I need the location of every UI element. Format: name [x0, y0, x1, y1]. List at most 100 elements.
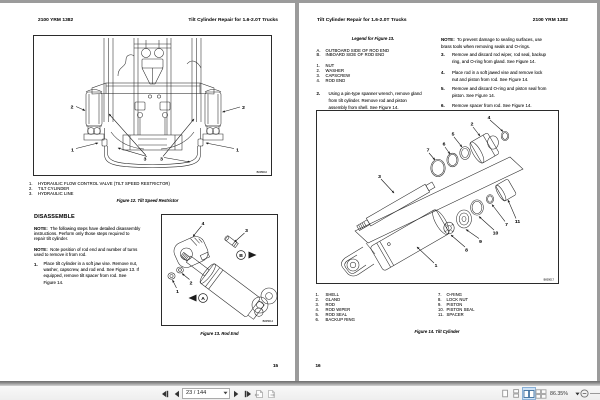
fig14-callout-11: 11: [514, 219, 519, 225]
legend-row: 11.SPACER: [438, 312, 475, 318]
legend-for-figure-13-title: Legend for Figure 13.: [351, 35, 395, 41]
continuous-facing-view-icon: [535, 388, 547, 399]
fig12-callout-2-left: 2: [71, 104, 74, 110]
page-number-combobox[interactable]: 23 / 144: [182, 388, 230, 399]
step-2: 2. Using a pin-type spanner wrench, remo…: [317, 90, 431, 112]
fig12-callout-1-right: 1: [236, 147, 239, 153]
legend-numbers: 1.NUT 2.WASHER 3.CAPSCREW 4.ROD END: [317, 63, 351, 84]
figure-13-caption: Figure 13. Rod End: [200, 331, 239, 336]
figure-13-frame: 4 3 2 1 B A: [161, 214, 278, 326]
step-text: Remove spacer from rod. See Figure 14.: [452, 102, 532, 108]
chevron-down-icon: [574, 392, 580, 395]
legend-row: 5. ROD SEAL: [315, 311, 355, 318]
fig14-callout-9: 9: [479, 239, 482, 245]
zoom-slider[interactable]: [590, 386, 600, 400]
fig13-label-b: B: [239, 253, 243, 259]
fig12-callout-3-left: 3: [144, 156, 147, 162]
legend-item-number: 6.: [315, 316, 320, 322]
legend-item-number: A.: [316, 47, 321, 53]
note-label: NOTE:: [441, 37, 455, 42]
legend-item-number: 2.: [315, 296, 320, 302]
step-text: Place tilt cylinder in a soft jaw vise. …: [43, 260, 139, 285]
note-text: To prevent damage to sealing surfaces, u…: [441, 37, 542, 50]
previous-view-button[interactable]: [254, 386, 264, 400]
legend-row: 4.ROD END: [317, 77, 351, 84]
next-view-button[interactable]: [266, 386, 276, 400]
next-view-icon: [268, 389, 275, 398]
fig13-code: B005014: [263, 319, 274, 323]
legend-item-label: HYDRAULIC LINE: [38, 190, 74, 196]
legend-item-label: ROD END: [325, 77, 346, 83]
previous-page-icon: [174, 390, 179, 397]
legend-row: 4.ROD WIPER: [316, 306, 355, 313]
facing-pages-view-button[interactable]: [521, 387, 536, 400]
zoom-presets-dropdown[interactable]: [574, 386, 580, 400]
document-canvas[interactable]: 2100 YRM 1382 Tilt Cylinder Repair for 1…: [0, 0, 600, 385]
fig13-label-a: A: [201, 296, 205, 302]
single-page-view-icon: [502, 389, 508, 398]
legend-item-number: 1.: [29, 181, 33, 186]
legend-item-label: OUTBOARD SIDE OF ROD END: [325, 47, 390, 53]
continuous-view-button[interactable]: [512, 386, 520, 400]
next-page-button[interactable]: [233, 386, 239, 400]
step-number: 4.: [441, 69, 445, 75]
legend-row: 1.SHELL: [315, 292, 355, 298]
last-page-button[interactable]: [244, 386, 252, 400]
fig13-arrow-b-icon: [248, 251, 257, 259]
status-bar: 23 / 144: [0, 385, 600, 400]
legend-item-label: WASHER: [325, 67, 345, 73]
previous-page-button[interactable]: [174, 386, 180, 400]
fig12-callout-1-left: 1: [71, 147, 74, 153]
fig14-callout-6: 6: [442, 141, 445, 147]
fig13-callout-3: 3: [245, 228, 248, 234]
first-page-button[interactable]: [161, 386, 169, 400]
first-page-icon: [162, 390, 169, 397]
figure-12-caption: Figure 12. Tilt Speed Restrictor: [116, 198, 179, 203]
zoom-out-button[interactable]: [579, 386, 589, 400]
note-text: Note position of rod end and number of t…: [34, 247, 138, 258]
step-number: 1.: [34, 261, 38, 267]
legend-item-label: ROD: [325, 301, 335, 307]
fig14-code: B005017: [543, 277, 554, 281]
legend-row: 10.PISTON SEAL: [438, 306, 475, 313]
step-number: 3.: [441, 52, 445, 57]
legend-item-number: 5.: [315, 311, 320, 317]
page-combo-dropdown[interactable]: [222, 389, 229, 398]
fig14-callout-4: 4: [487, 115, 490, 121]
legend-item-number: 10.: [438, 306, 445, 312]
step-number: 5.: [441, 86, 445, 91]
legend-item-label: ROD WIPER: [325, 306, 351, 312]
legend-item-label: O-RING: [446, 292, 462, 297]
note-2: NOTE: Note position of rod end and numbe…: [34, 247, 153, 258]
step-5: 5. Remove and discard O-ring and piston …: [441, 85, 561, 100]
fig14-callout-1: 1: [434, 263, 437, 269]
fig13-direction-a: A: [188, 293, 208, 303]
step-text: Remove and discard O-ring and piston sea…: [452, 86, 547, 99]
zoom-percentage[interactable]: 86.35%: [550, 390, 568, 397]
figure-14-caption: Figure 14. Tilt Cylinder: [414, 329, 460, 334]
continuous-facing-view-button[interactable]: [535, 386, 547, 400]
page-left-number: 15: [273, 362, 279, 368]
legend-item-number: 7.: [438, 292, 442, 297]
figure-13-drawing: 4 3 2 1 B A: [167, 221, 278, 323]
step-text: Remove and discard rod wiper, rod seal, …: [452, 52, 546, 65]
legend-item-number: 2.: [29, 185, 33, 191]
legend-item-number: 8.: [438, 296, 442, 302]
legend-item-label: ROD SEAL: [325, 311, 348, 317]
page-right-header-code: 2100 YRM 1382: [532, 17, 568, 23]
step-4: 4. Place rod in a soft jawed vise and re…: [441, 69, 561, 84]
legend-item-number: 1.: [315, 292, 320, 297]
note-text: The following steps have detailed disass…: [34, 225, 141, 242]
figure-14-legend-col1: 1.SHELL 2. GLAND 3. ROD 4.ROD WIPER 5. ROD …: [315, 292, 355, 322]
single-page-view-button[interactable]: [501, 386, 509, 400]
disassemble-heading: DISASSEMBLE: [34, 214, 75, 220]
legend-item-label: GLAND: [325, 296, 341, 302]
legend-item-number: B.: [316, 52, 321, 58]
legend-item-number: 9.: [438, 301, 442, 307]
legend-row: 7. O-RING: [438, 292, 475, 298]
legend-row: 3.HYDRAULIC LINE: [29, 190, 170, 197]
legend-row: 3.CAPSCREW: [317, 72, 351, 79]
legend-item-label: CAPSCREW: [325, 72, 351, 78]
note-right: NOTE: To prevent damage to sealing surfa…: [441, 36, 561, 51]
legend-item-number: 3.: [315, 301, 320, 307]
